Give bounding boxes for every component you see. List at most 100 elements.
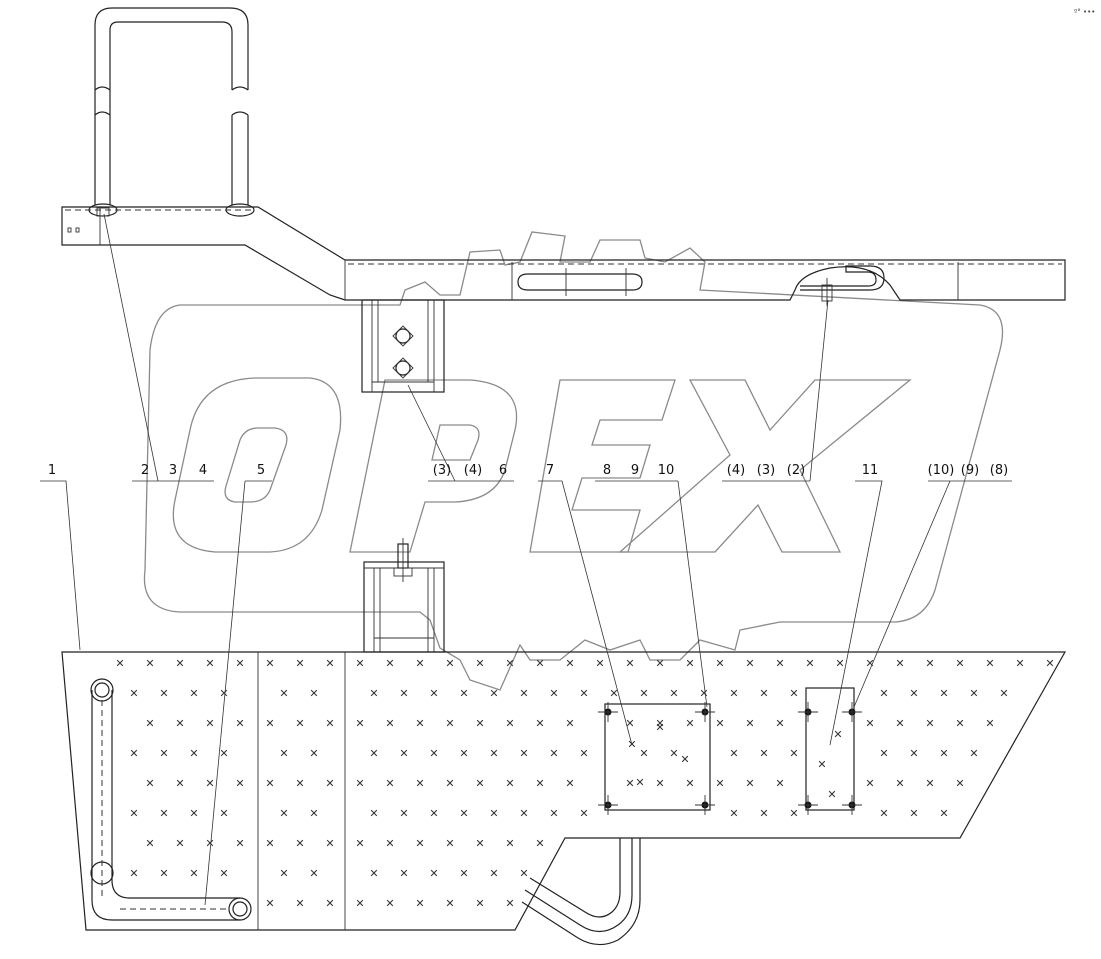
tread-cross-mark: ✕ (159, 747, 168, 760)
tread-cross-mark: ✕ (955, 777, 964, 790)
tread-cross-mark: ✕ (129, 747, 138, 760)
tread-cross-mark: ✕ (805, 657, 814, 670)
tread-cross-mark: ✕ (325, 837, 334, 850)
tread-cross-mark: ✕ (625, 717, 634, 730)
tread-cross-mark: ✕ (325, 657, 334, 670)
tread-cross-mark: ✕ (817, 758, 826, 771)
tread-cross-mark: ✕ (549, 687, 558, 700)
tread-cross-mark: ✕ (175, 777, 184, 790)
tread-cross-mark: ✕ (415, 897, 424, 910)
callout-11: 11 (862, 463, 879, 478)
tread-cross-mark: ✕ (999, 687, 1008, 700)
tread-cross-mark: ✕ (399, 687, 408, 700)
tread-cross-mark: ✕ (625, 657, 634, 670)
tread-cross-mark: ✕ (385, 657, 394, 670)
tread-cross-mark: ✕ (159, 867, 168, 880)
tread-cross-mark: ✕ (459, 747, 468, 760)
tread-cross-mark: ✕ (295, 657, 304, 670)
tread-cross-mark: ✕ (565, 657, 574, 670)
tread-cross-mark: ✕ (309, 687, 318, 700)
callout-labels: 1 2 3 4 5 (3) (4) 6 7 8 9 10 (4) (3) (2)… (48, 463, 1008, 478)
tread-cross-mark: ✕ (879, 807, 888, 820)
tread-cross-mark: ✕ (205, 717, 214, 730)
watermark-letter-o-inner (224, 427, 288, 503)
tread-cross-mark: ✕ (325, 717, 334, 730)
callout-4-ref-b: (4) (727, 463, 745, 478)
tread-cross-mark: ✕ (235, 657, 244, 670)
tread-cross-mark: ✕ (475, 717, 484, 730)
tread-cross-mark: ✕ (205, 837, 214, 850)
tread-cross-mark: ✕ (475, 657, 484, 670)
tread-cross-mark: ✕ (759, 747, 768, 760)
tread-pattern: ✕ ✕ ✕ ✕ ✕ ✕ ✕ ✕ ✕ ✕ ✕ ✕ ✕ ✕ ✕ ✕ ✕ ✕ ✕ ✕ ✕ ✕ ✕ ✕ ✕ ✕ ✕ ✕ ✕ ✕ ✕ ✕ ✕ ✕ ✕ ✕ ✕ ✕ ✕ ✕… (115, 657, 1054, 910)
tread-cross-mark: ✕ (925, 777, 934, 790)
tread-cross-mark: ✕ (505, 777, 514, 790)
tread-cross-mark: ✕ (925, 717, 934, 730)
tread-cross-mark: ✕ (505, 897, 514, 910)
tread-cross-mark: ✕ (745, 657, 754, 670)
tread-cross-mark: ✕ (325, 897, 334, 910)
tread-cross-mark: ✕ (879, 747, 888, 760)
tread-cross-mark: ✕ (369, 687, 378, 700)
tread-cross-mark: ✕ (535, 717, 544, 730)
tread-cross-mark: ✕ (519, 747, 528, 760)
tread-cross-mark: ✕ (535, 777, 544, 790)
tread-cross-mark: ✕ (579, 687, 588, 700)
tread-cross-mark: ✕ (715, 657, 724, 670)
tread-cross-mark: ✕ (175, 657, 184, 670)
tread-cross-mark: ✕ (369, 807, 378, 820)
tread-cross-mark: ✕ (895, 657, 904, 670)
tread-cross-mark: ✕ (219, 807, 228, 820)
tread-cross-mark: ✕ (827, 788, 836, 801)
tread-cross-mark: ✕ (669, 747, 678, 760)
tread-cross-mark: ✕ (235, 777, 244, 790)
tread-cross-mark: ✕ (399, 747, 408, 760)
tread-cross-mark: ✕ (445, 837, 454, 850)
handrail-side-view (88, 7, 255, 217)
tread-cross-mark: ✕ (909, 807, 918, 820)
tread-cross-mark: ✕ (519, 867, 528, 880)
tread-cross-mark: ✕ (745, 777, 754, 790)
platform-side-view (61, 206, 1066, 306)
tread-cross-mark: ✕ (385, 777, 394, 790)
tread-cross-mark: ✕ (625, 777, 634, 790)
tread-cross-mark: ✕ (415, 657, 424, 670)
tread-cross-mark: ✕ (279, 867, 288, 880)
tread-cross-mark: ✕ (385, 717, 394, 730)
watermark-letter-p (349, 379, 518, 553)
tread-cross-mark: ✕ (729, 807, 738, 820)
tread-cross-mark: ✕ (655, 717, 664, 730)
tread-cross-mark: ✕ (789, 807, 798, 820)
tread-cross-mark: ✕ (445, 657, 454, 670)
tread-cross-mark: ✕ (775, 717, 784, 730)
mounting-bracket-lower (363, 538, 445, 653)
callout-8-ref: (8) (990, 463, 1008, 478)
tread-cross-mark: ✕ (655, 721, 664, 734)
tread-cross-mark: ✕ (925, 657, 934, 670)
tread-cross-mark: ✕ (759, 807, 768, 820)
tread-cross-mark: ✕ (205, 657, 214, 670)
tread-cross-mark: ✕ (489, 687, 498, 700)
tread-cross-mark: ✕ (159, 687, 168, 700)
tread-cross-mark: ✕ (565, 717, 574, 730)
tread-cross-mark: ✕ (505, 837, 514, 850)
tread-cross-mark: ✕ (969, 747, 978, 760)
tread-cross-mark: ✕ (745, 717, 754, 730)
tread-cross-mark: ✕ (699, 687, 708, 700)
tread-cross-mark: ✕ (895, 777, 904, 790)
callout-3: 3 (169, 463, 177, 478)
tread-cross-mark: ✕ (309, 807, 318, 820)
tread-cross-mark: ✕ (505, 657, 514, 670)
tread-cross-mark: ✕ (445, 777, 454, 790)
callout-10: 10 (658, 463, 675, 478)
tread-cross-mark: ✕ (459, 687, 468, 700)
tread-cross-mark: ✕ (865, 717, 874, 730)
tread-cross-mark: ✕ (429, 867, 438, 880)
tread-cross-mark: ✕ (279, 807, 288, 820)
tread-cross-mark: ✕ (685, 717, 694, 730)
platform-plan-view (61, 651, 1067, 946)
tread-cross-mark: ✕ (355, 777, 364, 790)
tread-cross-mark: ✕ (325, 777, 334, 790)
callout-8: 8 (603, 463, 611, 478)
